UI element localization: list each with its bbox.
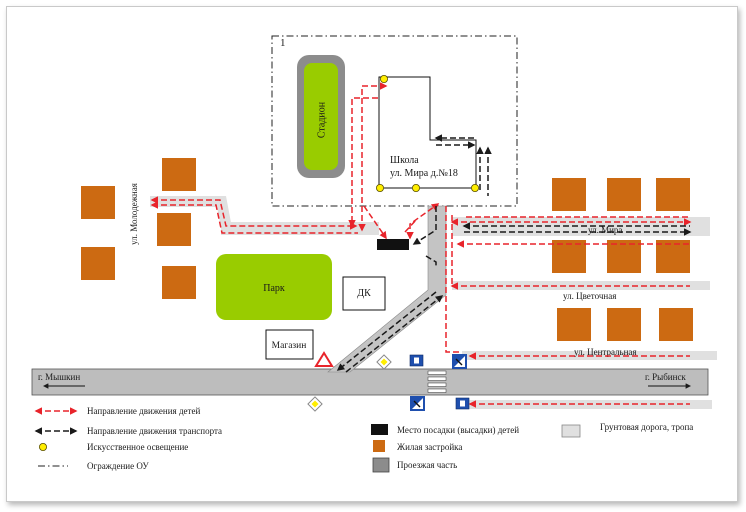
house [157, 213, 191, 246]
priority-road-sign [307, 396, 323, 412]
legend-residential-symbol [373, 440, 385, 452]
transport-routes [336, 134, 692, 373]
park-label: Парк [263, 283, 285, 294]
house [607, 240, 641, 273]
house [552, 240, 586, 273]
school-number: 1 [280, 37, 286, 49]
priority-road-sign [376, 354, 392, 370]
house [81, 186, 115, 219]
dk-building [342, 276, 386, 311]
street-tsvetochnaya-label: ул. Цветочная [563, 291, 616, 301]
park [216, 254, 332, 320]
lamp-icon [470, 183, 479, 192]
legend-transport-label: Направление движения транспорта [87, 426, 222, 436]
pedestrian-crossing [427, 370, 447, 393]
crosswalk-sign [452, 354, 467, 369]
main-road [31, 368, 709, 396]
legend-roadway-symbol [372, 457, 390, 473]
legend-drop-off-symbol [371, 424, 388, 435]
house [607, 308, 641, 341]
legend: Направление движения детей Направление д… [34, 406, 693, 473]
drop-off-place [377, 239, 409, 250]
bus-stop-sign [455, 397, 470, 410]
house [659, 308, 693, 341]
house [656, 240, 690, 273]
school-fence [271, 35, 518, 207]
street-tsentralnaya-label: ул. Центральная [574, 347, 637, 357]
legend-drop-off-label: Место посадки (высадки) детей [397, 425, 519, 435]
legend-children-label: Направление движения детей [87, 406, 200, 416]
house [81, 247, 115, 280]
warning-triangle-sign [314, 351, 334, 367]
house [656, 178, 690, 211]
legend-fence-label: Ограждение ОУ [87, 461, 149, 471]
children-routes [150, 82, 692, 408]
street-molodezhnaya-label: ул. Молодежная [129, 183, 139, 245]
town-left-label: г. Мышкин [38, 372, 80, 382]
stadium-label: Стадион [316, 101, 327, 138]
school-address: ул. Мира д.№18 [390, 168, 458, 179]
lamp-icon [379, 75, 388, 84]
legend-roadway-label: Проезжая часть [397, 460, 457, 470]
house [552, 178, 586, 211]
house [557, 308, 591, 341]
town-right-label: г. Рыбинск [645, 372, 686, 382]
legend-dirt-road-symbol [561, 424, 581, 438]
dk-label: ДК [357, 288, 371, 299]
legend-lighting-label: Искусственное освещение [87, 442, 188, 452]
bus-stop-sign [409, 354, 424, 367]
shop-label: Магазин [272, 341, 307, 351]
legend-lighting-symbol [39, 442, 48, 451]
legend-dirt-road-label: Грунтовая дорога, тропа [600, 422, 693, 432]
legend-residential-label: Жилая застройка [397, 442, 462, 452]
shop-building [265, 329, 314, 360]
lamp-icon [411, 183, 420, 192]
residential-buildings [81, 158, 693, 341]
street-mira-label: ул. Мира [588, 225, 622, 235]
lamp-icon [375, 183, 384, 192]
house [162, 266, 196, 299]
crosswalk-sign [410, 396, 425, 411]
house [162, 158, 196, 191]
house [607, 178, 641, 211]
stadium-field [304, 63, 338, 170]
school-name: Школа [390, 155, 419, 166]
legend-dirt-road-text: Грунтовая дорога, тропа [600, 422, 693, 432]
